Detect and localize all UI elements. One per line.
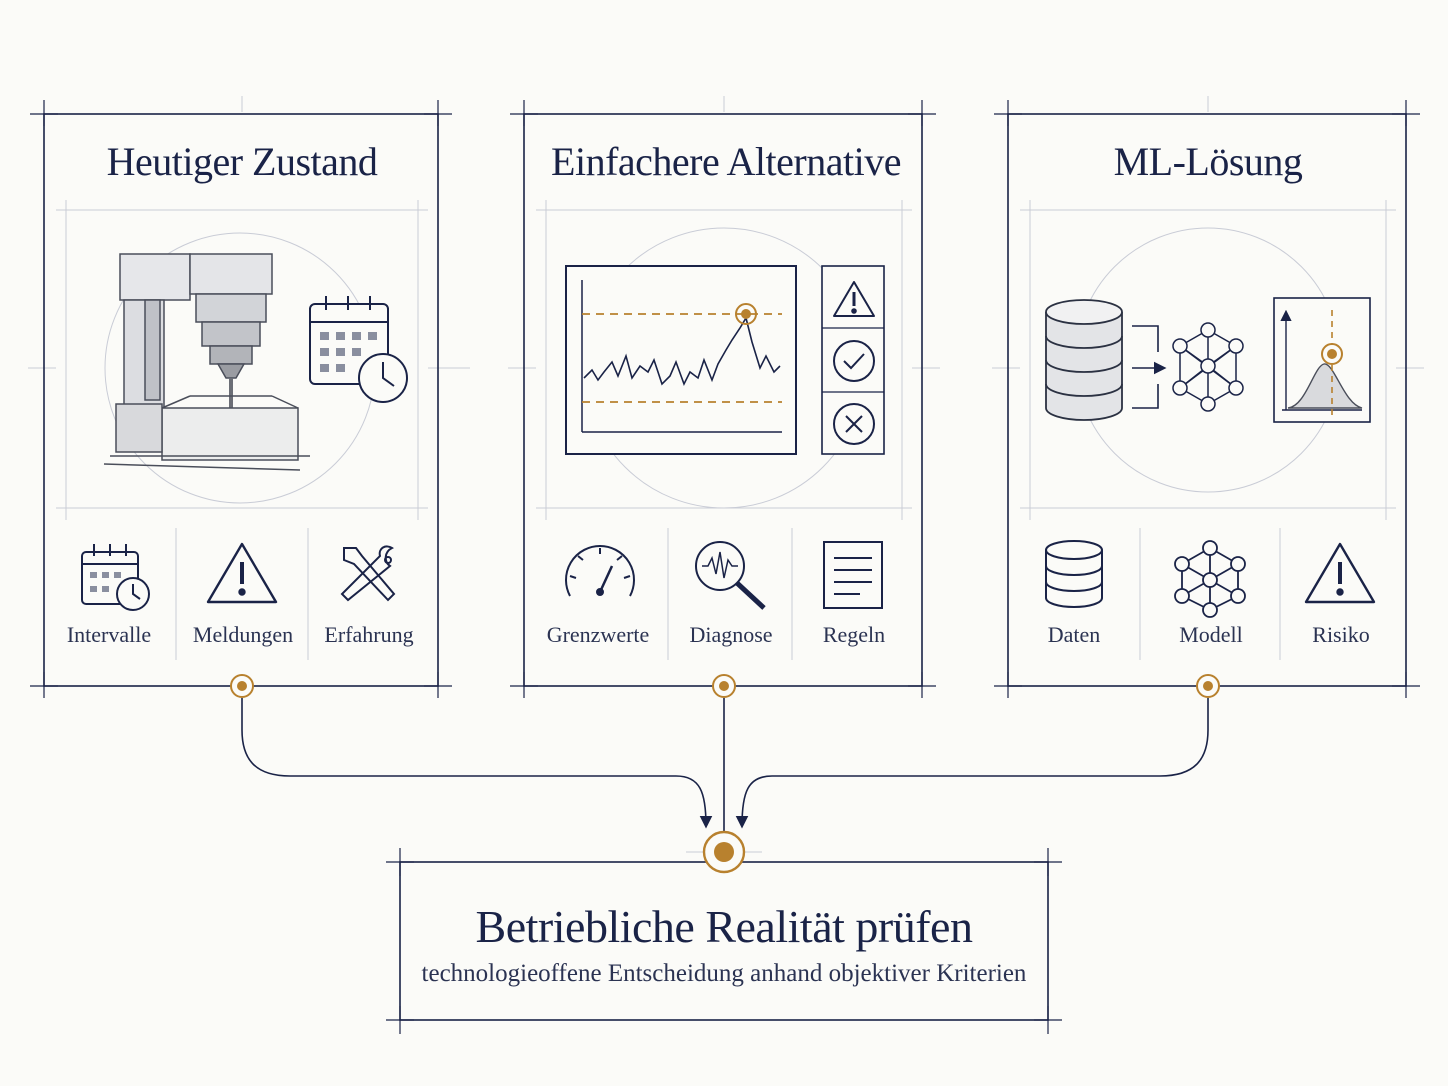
connector-lines [241, 698, 1209, 834]
cnc-machine-icon [103, 253, 310, 471]
connector-nodes [230, 674, 1220, 698]
result-box [386, 830, 1062, 1034]
gauge-icon [565, 545, 635, 597]
document-rules-icon [823, 541, 883, 609]
neural-network-illustration-icon [1172, 322, 1244, 412]
panel-ml-solution [992, 96, 1424, 698]
label-risk: Risiko [1312, 622, 1370, 647]
warning-icon [206, 542, 278, 604]
label-experience: Erfahrung [324, 622, 414, 647]
database-illustration-icon [1045, 299, 1123, 421]
label-thresholds: Grenzwerte [546, 622, 650, 647]
wrench-screwdriver-icon [340, 545, 396, 602]
label-messages: Meldungen [192, 622, 294, 647]
calendar-clock-icon [81, 544, 150, 611]
label-model: Modell [1179, 622, 1243, 647]
label-intervals: Intervalle [66, 622, 152, 647]
magnifier-signal-icon [695, 541, 766, 610]
data-flow-arrows [1132, 325, 1167, 409]
label-diagnosis: Diagnose [689, 622, 773, 647]
calendar-clock-illustration-icon [309, 296, 408, 403]
result-subtitle: technologieoffene Entscheidung anhand ob… [421, 960, 1027, 987]
database-icon [1045, 540, 1103, 608]
label-rules: Regeln [822, 622, 886, 647]
label-data: Daten [1047, 622, 1101, 647]
panel-title-current-state: Heutiger Zustand [106, 139, 378, 184]
neural-network-icon [1174, 540, 1246, 618]
panel-title-ml-solution: ML-Lösung [1113, 139, 1303, 184]
status-checklist-icon [821, 265, 885, 455]
panel-current-state [28, 96, 470, 698]
warning-icon [1304, 542, 1376, 604]
result-title: Betriebliche Realität prüfen [475, 901, 973, 952]
panel-simpler-alternative [508, 96, 940, 698]
distribution-risk-icon [1273, 297, 1371, 423]
threshold-monitor-icon [565, 265, 797, 455]
panel-title-simpler-alternative: Einfachere Alternative [551, 139, 901, 184]
